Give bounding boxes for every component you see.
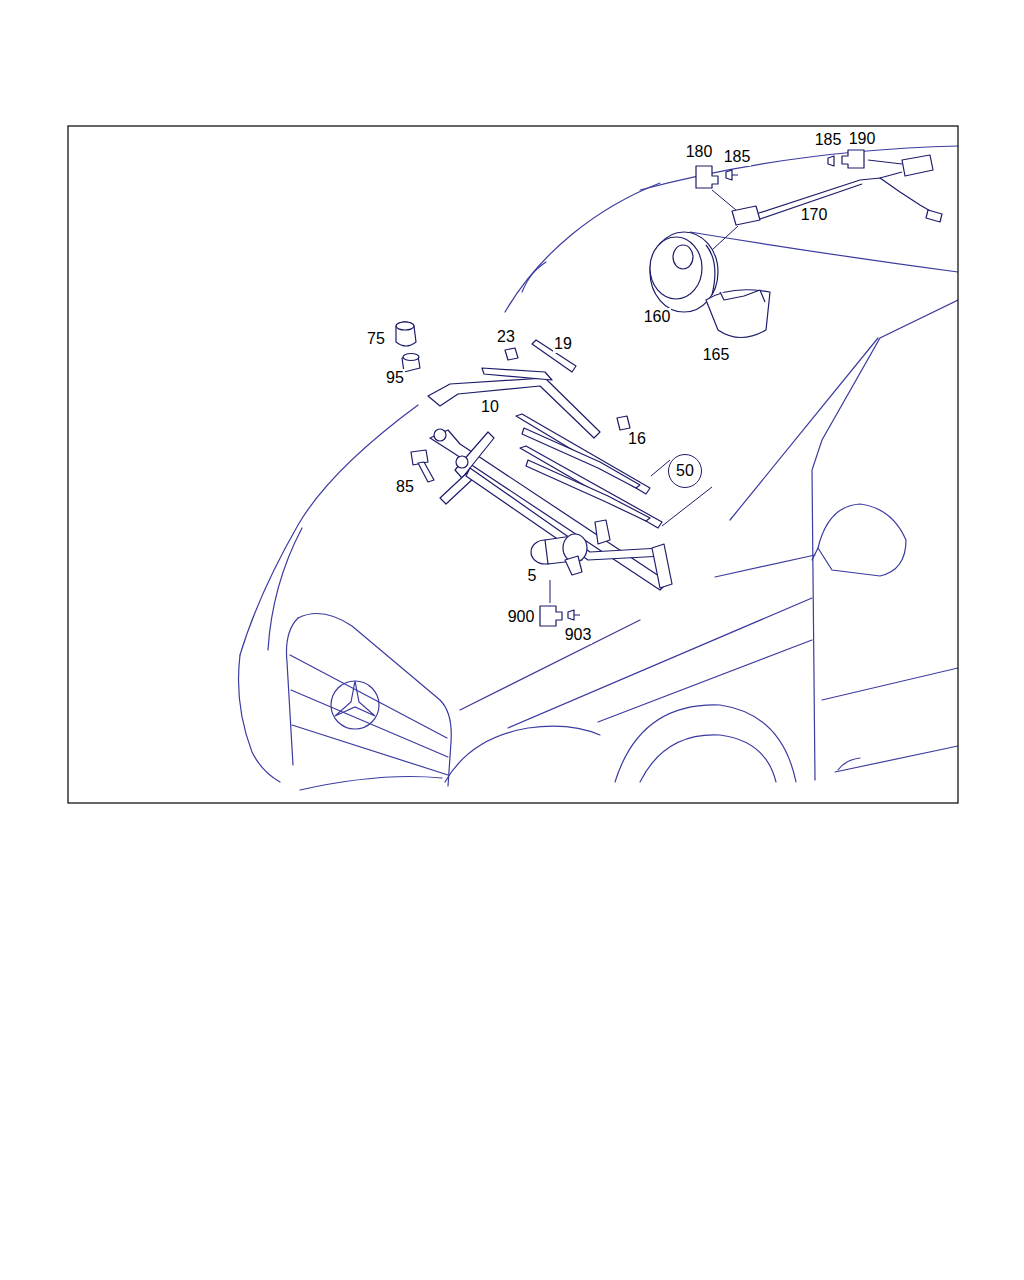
car-outline-part bbox=[522, 262, 546, 292]
wiper-parts-part bbox=[540, 606, 562, 626]
wiper-parts-part bbox=[673, 245, 693, 269]
wiper-parts-part bbox=[842, 150, 864, 168]
wiper-parts-part bbox=[505, 348, 518, 360]
wiper-parts-part bbox=[418, 462, 434, 482]
wiper-parts-part bbox=[568, 610, 580, 620]
car-outline bbox=[239, 146, 959, 790]
callout-number: 900 bbox=[507, 608, 536, 626]
callout-number: 19 bbox=[553, 335, 573, 353]
wiper-parts-part bbox=[902, 155, 933, 176]
leader-lines-part bbox=[662, 487, 712, 526]
wiper-parts-part bbox=[595, 520, 610, 544]
car-outline-part bbox=[286, 618, 298, 765]
wiper-parts-part bbox=[880, 172, 902, 178]
car-outline-part bbox=[331, 681, 379, 729]
wiper-parts-part bbox=[403, 354, 419, 361]
car-outline-part bbox=[835, 746, 958, 772]
car-outline-part bbox=[268, 528, 302, 650]
car-outline-part bbox=[505, 183, 660, 312]
callout-number: 75 bbox=[366, 330, 386, 348]
wiper-parts-part bbox=[756, 178, 932, 214]
car-outline-part bbox=[615, 705, 796, 782]
leader-lines-part bbox=[712, 190, 736, 210]
callout-number: 160 bbox=[643, 308, 672, 326]
car-outline-part bbox=[508, 598, 812, 728]
callout-number: 165 bbox=[702, 346, 731, 364]
callout-number: 190 bbox=[848, 130, 877, 148]
car-outline-part bbox=[240, 405, 418, 655]
car-outline-part bbox=[335, 681, 375, 716]
wiper-parts-part bbox=[720, 290, 765, 302]
wiper-parts-part bbox=[396, 322, 414, 330]
illustration-part bbox=[239, 146, 959, 790]
car-outline-part bbox=[715, 555, 815, 577]
callout-number: 185 bbox=[723, 148, 752, 166]
callout-number: 16 bbox=[627, 430, 647, 448]
car-outline-part bbox=[822, 668, 958, 700]
car-outline-part bbox=[690, 232, 958, 272]
callout-number: 10 bbox=[480, 398, 500, 416]
wiper-parts-part bbox=[617, 416, 630, 430]
wiper-parts-part bbox=[434, 429, 446, 441]
car-outline-part bbox=[598, 640, 812, 722]
wiper-parts-part bbox=[526, 460, 650, 521]
leader-lines bbox=[550, 160, 902, 603]
wiper-parts-part bbox=[926, 210, 942, 222]
wiper-parts-part bbox=[565, 556, 582, 575]
callout-number: 50 bbox=[676, 462, 694, 480]
callout-number: 95 bbox=[385, 369, 405, 387]
wiper-parts-part bbox=[482, 368, 552, 380]
leader-lines-part bbox=[712, 226, 738, 250]
callout-number: 185 bbox=[814, 131, 843, 149]
wiper-parts-part bbox=[396, 322, 416, 346]
wiper-parts-part bbox=[456, 456, 468, 468]
wiper-parts-part bbox=[430, 430, 668, 590]
wiper-parts-part bbox=[652, 544, 672, 588]
car-outline-part bbox=[730, 338, 878, 520]
car-outline-part bbox=[838, 758, 860, 770]
car-outline-part bbox=[818, 504, 906, 576]
wiper-parts-part bbox=[732, 206, 760, 225]
car-outline-part bbox=[460, 620, 640, 710]
car-outline-part bbox=[812, 548, 818, 560]
wiper-parts-part bbox=[520, 446, 662, 528]
callout-number: 903 bbox=[564, 626, 593, 644]
car-outline-part bbox=[292, 725, 448, 775]
car-outline-part bbox=[239, 655, 281, 782]
wiper-parts-part bbox=[650, 237, 702, 299]
frame bbox=[68, 126, 958, 803]
callout-circle: 50 bbox=[668, 454, 702, 488]
car-outline-part bbox=[640, 735, 776, 782]
callout-number: 23 bbox=[496, 328, 516, 346]
leader-lines-part bbox=[868, 160, 902, 164]
car-outline-part bbox=[812, 300, 958, 780]
callout-number: 5 bbox=[527, 567, 538, 585]
car-outline-part bbox=[300, 777, 442, 791]
car-outline-part bbox=[290, 655, 447, 738]
callout-number: 180 bbox=[685, 143, 714, 161]
wiper-parts-part bbox=[696, 166, 718, 188]
wiper-parts-part bbox=[828, 156, 834, 166]
leader-lines-part bbox=[550, 580, 551, 603]
callout-number: 170 bbox=[800, 206, 829, 224]
wiper-parts-part bbox=[706, 245, 715, 295]
wiper-parts-part bbox=[706, 290, 770, 338]
wiper-parts bbox=[396, 150, 942, 626]
car-outline-part bbox=[445, 726, 600, 782]
wiper-parts-part bbox=[428, 378, 600, 438]
wiper-parts-part bbox=[726, 170, 738, 180]
callout-number: 85 bbox=[395, 478, 415, 496]
